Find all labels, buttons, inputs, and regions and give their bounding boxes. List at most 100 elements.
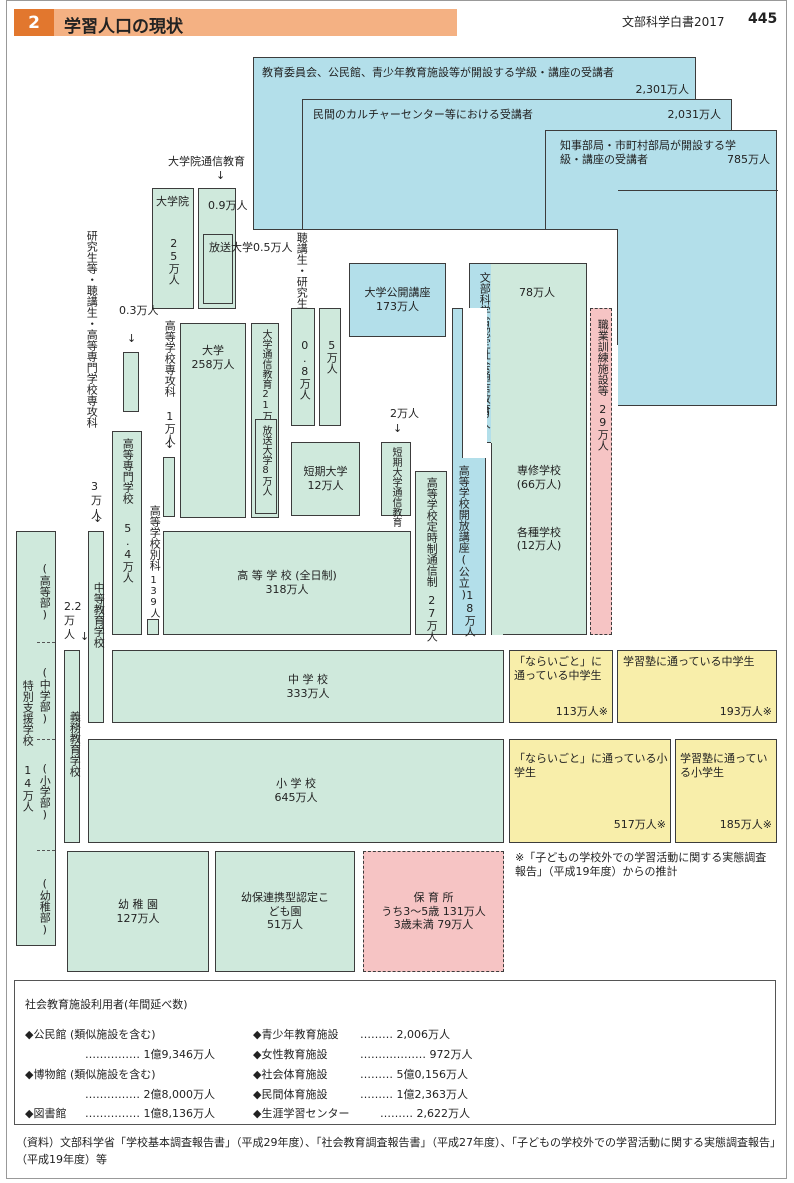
- edge: [253, 229, 618, 230]
- value: 193万人※: [719, 705, 772, 718]
- legend-item-name: ◆生涯学習センター: [253, 1107, 350, 1120]
- book-title: 文部科学白書2017: [622, 15, 725, 29]
- label: 義務教育学校: [68, 711, 82, 777]
- estimate-note: ※「子どもの学校外での学習活動に関する実態調査報告」（平成19年度）からの推計: [515, 851, 767, 878]
- edge: [618, 190, 778, 191]
- label: 高 等 学 校 (全日制): [237, 569, 337, 583]
- label: 学習塾に通っている小学生: [680, 752, 768, 779]
- legend-item-value: ……… 1億2,363万人: [360, 1088, 468, 1101]
- box-kodomoen: 幼保連携型認定こども園 51万人: [215, 851, 355, 972]
- section-header-bar: [14, 9, 457, 36]
- box-juku-sho: 学習塾に通っている小学生 185万人※: [675, 739, 777, 843]
- value: 12万人: [307, 479, 344, 492]
- legend-item-name: ◆図書館: [25, 1107, 67, 1120]
- box-senshu: 78万人 専修学校 (66万人) 各種学校 (12万人): [491, 263, 587, 635]
- box-chugakko: 中 学 校 333万人: [112, 650, 504, 723]
- legend-box: 社会教育施設利用者(年間延べ数) ◆公民館 (類似施設を含む) …………… 1億…: [14, 980, 776, 1125]
- label: 高等学校開放講座(公立): [457, 465, 471, 601]
- label: 大学: [202, 344, 224, 357]
- box-narai-chu: 「ならいごと」に通っている中学生 113万人※: [509, 650, 613, 723]
- label: 大学通信教育21万人: [260, 329, 271, 431]
- value: 333万人: [286, 686, 330, 700]
- box-kenkyusei-koutou: [123, 352, 139, 412]
- label: 「ならいごと」に通っている小学生: [514, 752, 668, 779]
- value: 258万人: [191, 357, 235, 371]
- label: 特別支援学校: [21, 680, 35, 746]
- value: 0.8万人: [298, 339, 312, 400]
- box-koutou-senkou: [163, 457, 175, 517]
- section-title: 学習人口の現状: [64, 17, 183, 37]
- label: 大学院: [156, 195, 189, 208]
- value: 185万人※: [719, 818, 772, 831]
- box-tanki-tsushin: 短期大学通信教育: [381, 442, 411, 527]
- label: 学習塾に通っている中学生: [623, 655, 755, 668]
- legend-item-name: ◆博物館 (類似施設を含む): [25, 1068, 156, 1081]
- label: 高等専門学校: [121, 438, 135, 504]
- box-yochien: 幼 稚 園 127万人: [67, 851, 209, 972]
- label: 短期大学: [303, 465, 348, 479]
- value: 5万人: [325, 339, 339, 374]
- arrow-icon: ↓: [93, 512, 103, 525]
- label-koutou-bekka: 高等学校別科: [148, 505, 162, 571]
- label: 幼 稚 園: [118, 897, 158, 911]
- legend-title: 社会教育施設利用者(年間延べ数): [25, 998, 188, 1011]
- legend-item-name: ◆民間体育施設: [253, 1088, 328, 1101]
- box-gimu: 義務教育学校: [64, 650, 82, 843]
- sub: 放送大学8万人: [260, 425, 271, 496]
- line1: うち3～5歳 131万人: [381, 904, 486, 918]
- box-daigakuin: 大学院 25万人: [152, 188, 194, 309]
- value: 25万人: [167, 237, 181, 285]
- value: 14万人: [21, 764, 35, 812]
- part-shogaku: (小学部): [38, 762, 52, 821]
- legend-item-name: ◆公民館 (類似施設を含む): [25, 1028, 156, 1041]
- arrow-icon: ↓: [127, 332, 137, 345]
- value: 2,031万人: [667, 108, 722, 121]
- box-daigakuin-tsushin: 0.9万人 放送大学0.5万人: [198, 188, 293, 309]
- label-kenkyusei-koutou: 研究生等・聴講生・高等専門学校専攻科: [85, 230, 99, 428]
- label: 中等教育学校: [92, 582, 106, 648]
- box-tokubetsu: (高等部) (中学部) (小学部) (幼稚部) 特別支援学校 14万人: [16, 531, 56, 946]
- box-koutou-bekka: [147, 619, 159, 635]
- value: 5.4万人: [121, 522, 135, 583]
- value: 2,301万人: [635, 83, 690, 96]
- legend-item-value: ……… 5億0,156万人: [360, 1068, 468, 1081]
- legend-item-name: ◆女性教育施設: [253, 1048, 328, 1061]
- box-koutou-senmon: 高等専門学校 5.4万人: [112, 431, 142, 635]
- arrow-icon: ↓: [393, 422, 403, 435]
- part-chugaku: (中学部): [38, 666, 52, 725]
- section-number: 2: [14, 9, 54, 36]
- value: 173万人: [376, 300, 419, 313]
- legend-item-value: …………… 1億9,346万人: [85, 1048, 215, 1061]
- legend-item-value: ……… 2,622万人: [380, 1107, 470, 1120]
- box-daigaku-tsushin: 大学通信教育21万人 放送大学8万人: [251, 323, 279, 518]
- box-shogakko: 小 学 校 645万人: [88, 739, 504, 843]
- value: 645万人: [274, 791, 318, 804]
- label: 各種学校: [517, 525, 561, 539]
- arrow-icon: ↓: [216, 169, 226, 182]
- box-hoikusho: 保 育 所 うち3～5歳 131万人 3歳未満 79万人: [363, 851, 504, 972]
- box-shokugyo: 職業訓練施設等 29万人: [590, 308, 612, 635]
- part-yochi: (幼稚部): [38, 877, 52, 936]
- value-kenkyusei-koutou: 0.3万人: [119, 304, 159, 317]
- source-footnote: （資料）文部科学省「学校基本調査報告書」（平成29年度）、「社会教育調査報告書」…: [16, 1136, 781, 1167]
- value: 785万人: [727, 153, 770, 166]
- label: 小 学 校: [276, 777, 316, 791]
- edge: [617, 229, 618, 345]
- value: 27万人: [425, 594, 439, 642]
- arrow-icon: ↓: [165, 438, 175, 451]
- legend-item-value: ……………… 972万人: [360, 1048, 473, 1061]
- box-chuto: 中等教育学校: [88, 531, 106, 723]
- box-koutou-gakkou: 高 等 学 校 (全日制) 318万人: [163, 531, 411, 635]
- label-koutou-senkou: 高等学校専攻科: [163, 320, 177, 397]
- label: 高等学校定時制通信制: [425, 477, 439, 587]
- part-koutou: (高等部): [38, 562, 52, 621]
- value: 18万人: [463, 589, 477, 637]
- page-frame: [6, 0, 787, 1179]
- box-narai-sho: 「ならいごと」に通っている小学生 517万人※: [509, 739, 671, 843]
- sub: 放送大学0.5万人: [209, 241, 293, 254]
- box-kokai-koza: 大学公開講座 173万人: [349, 263, 446, 337]
- value: 29万人: [596, 403, 610, 451]
- value: 127万人: [116, 911, 160, 925]
- label: 短期大学通信教育: [390, 447, 401, 527]
- legend-item-name: ◆社会体育施設: [253, 1068, 328, 1081]
